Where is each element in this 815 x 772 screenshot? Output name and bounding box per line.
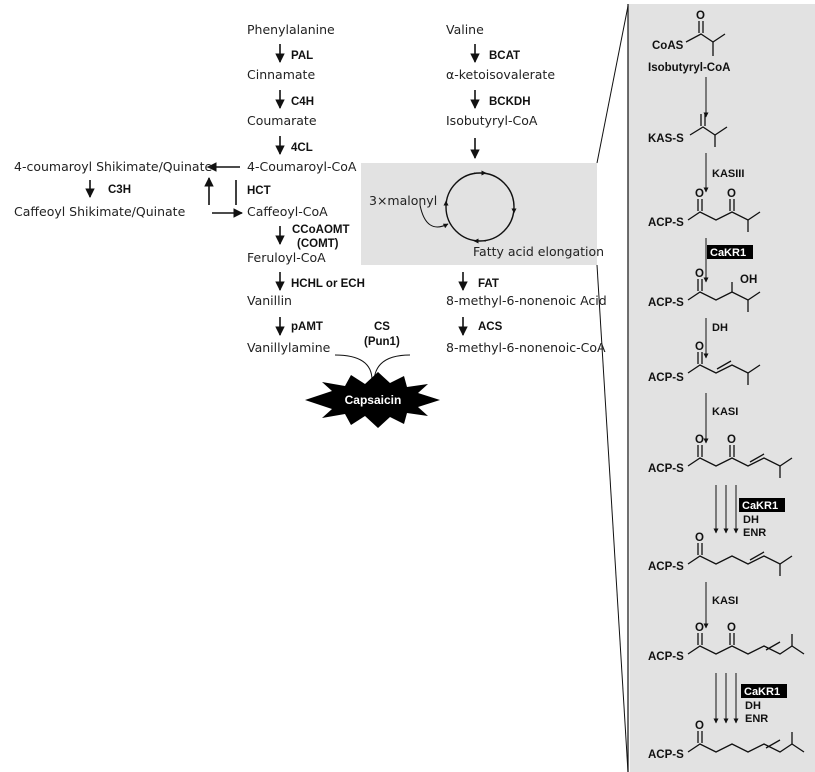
compound-vanillin: Vanillin [247, 293, 292, 308]
prefix-acp-s-7: ACP-S [648, 749, 684, 761]
compound-4-coumaroyl-shikimate: 4-coumaroyl Shikimate/Quinate [14, 159, 212, 174]
cakr1-badge-2 [739, 498, 785, 512]
enzyme-bcat: BCAT [489, 50, 520, 62]
oxygen-8: O [695, 532, 704, 544]
structure-acyl-1 [687, 543, 793, 576]
prefix-acp-s-3: ACP-S [648, 372, 684, 384]
hydroxyl-label: OH [740, 274, 757, 286]
enzyme-4cl: 4CL [291, 142, 313, 154]
compound-phenylalanine: Phenylalanine [247, 22, 335, 37]
structure-isobutyryl-coa [685, 21, 726, 56]
enzyme-cs: CS [374, 321, 390, 333]
prefix-acp-s-5: ACP-S [648, 561, 684, 573]
enzyme-pal: PAL [291, 50, 313, 62]
enzyme-c4h: C4H [291, 96, 314, 108]
compound-4-coumaroyl-coa: 4-Coumaroyl-CoA [247, 159, 357, 174]
structure-enoyl-1 [687, 352, 761, 385]
compound-valine: Valine [446, 22, 484, 37]
oxygen-2: O [695, 188, 704, 200]
step-cakr1-3: CaKR1 [744, 686, 780, 698]
step-kasi-1: KASI [712, 406, 738, 418]
oxygen-6: O [695, 434, 704, 446]
structure-ketoacyl-1 [687, 199, 761, 232]
compound-caffeoyl-shikimate: Caffeoyl Shikimate/Quinate [14, 204, 186, 219]
compound-caffeoyl-coa: Caffeoyl-CoA [247, 204, 328, 219]
oxygen-9: O [695, 622, 704, 634]
step-cakr1-2: CaKR1 [742, 500, 778, 512]
prefix-coas: CoAS [652, 40, 684, 52]
enzyme-bckdh: BCKDH [489, 96, 531, 108]
compound-feruloyl-coa: Feruloyl-CoA [247, 250, 326, 265]
oxygen-10: O [727, 622, 736, 634]
gene-pun1: (Pun1) [364, 336, 400, 348]
compound-8-methyl-nonenoic-acid: 8-methyl-6-nonenoic Acid [446, 293, 607, 308]
oxygen-7: O [727, 434, 736, 446]
oxygen-11: O [695, 720, 704, 732]
zoom-line-top [596, 5, 629, 164]
enzyme-c3h: C3H [108, 184, 131, 196]
step-enr-1: ENR [743, 527, 766, 539]
enzyme-pamt: pAMT [291, 321, 323, 333]
enzyme-hct: HCT [247, 185, 271, 197]
structure-hydroxyacyl [687, 279, 761, 312]
step-kasi-2: KASI [712, 595, 738, 607]
step-cakr1-1: CaKR1 [710, 247, 746, 259]
prefix-acp-s-6: ACP-S [648, 651, 684, 663]
step-enr-2: ENR [745, 713, 768, 725]
prefix-acp-s-1: ACP-S [648, 217, 684, 229]
detail-panel [628, 4, 815, 772]
enzyme-comt: (COMT) [297, 238, 339, 250]
capsaicin-burst [305, 372, 440, 428]
step-dh-3: DH [745, 700, 761, 712]
prefix-acp-s-2: ACP-S [648, 297, 684, 309]
enzyme-hchl-or-ech: HCHL or ECH [291, 278, 365, 290]
zoom-line-bottom [596, 264, 629, 772]
enzyme-acs: ACS [478, 321, 503, 333]
step-kasiii: KASIII [712, 168, 744, 180]
cakr1-badge-1 [707, 245, 753, 259]
oxygen-4: O [695, 268, 704, 280]
step-dh-1: DH [712, 322, 728, 334]
compound-isobutyryl-coa: Isobutyryl-CoA [446, 113, 538, 128]
oxygen-3: O [727, 188, 736, 200]
compound-ketoisovalerate: α-ketoisovalerate [446, 67, 555, 82]
structure-acyl-final [687, 731, 805, 753]
compound-coumarate: Coumarate [247, 113, 317, 128]
elongation-label: Fatty acid elongation [473, 244, 604, 259]
prefix-kas-s: KAS-S [648, 133, 684, 145]
structure-ketoacyl-2 [687, 445, 793, 478]
structure-name-isobutyryl-coa: Isobutyryl-CoA [648, 62, 730, 74]
oxygen-1: O [696, 10, 705, 22]
elongation-box [361, 163, 597, 265]
compound-cinnamate: Cinnamate [247, 67, 315, 82]
compound-vanillylamine: Vanillylamine [247, 340, 331, 355]
step-dh-2: DH [743, 514, 759, 526]
prefix-acp-s-4: ACP-S [648, 463, 684, 475]
structure-kas-thioester [689, 114, 728, 147]
compound-8-methyl-nonenoic-coa: 8-methyl-6-nonenoic-CoA [446, 340, 606, 355]
elongation-cycle [419, 170, 517, 244]
enzyme-fat: FAT [478, 278, 499, 290]
enzyme-ccoaomt: CCoAOMT [292, 224, 350, 236]
product-capsaicin: Capsaicin [345, 393, 402, 407]
cakr1-badge-3 [741, 684, 787, 698]
oxygen-5: O [695, 341, 704, 353]
elongation-malonyl: 3×malonyl [369, 193, 437, 208]
structure-ketoacyl-3 [687, 633, 805, 655]
